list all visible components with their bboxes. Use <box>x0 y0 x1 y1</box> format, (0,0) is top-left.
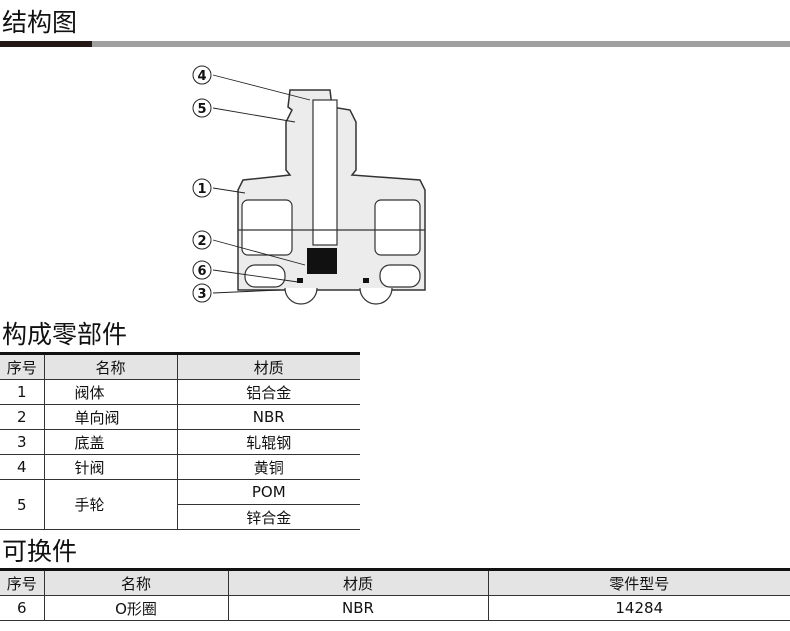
callout-2: 2 <box>192 230 212 250</box>
valve-cross-section-diagram: 4 5 1 2 6 3 <box>192 65 426 305</box>
header-material: 材质 <box>227 569 488 596</box>
cell-part-number: 14284 <box>487 595 790 621</box>
cell-no: 3 <box>0 429 44 455</box>
cell-no: 6 <box>0 595 44 621</box>
cell-name: 手轮 <box>43 479 177 530</box>
cell-material: NBR <box>176 404 360 430</box>
callout-4: 4 <box>192 65 212 85</box>
section-divider <box>0 41 790 47</box>
section-title-parts: 构成零部件 <box>2 320 128 349</box>
replaceable-parts-table: 序号 名称 材质 零件型号 6 O形圈 NBR 14284 <box>0 568 790 621</box>
cell-material: 铝合金 <box>176 379 360 405</box>
svg-text:2: 2 <box>197 234 206 249</box>
svg-text:5: 5 <box>197 102 206 117</box>
table-header-row: 序号 名称 材质 <box>0 353 360 380</box>
header-no: 序号 <box>0 353 44 380</box>
svg-text:3: 3 <box>197 287 206 302</box>
callout-3: 3 <box>192 283 212 303</box>
cell-name: O形圈 <box>43 595 228 621</box>
cell-no: 4 <box>0 454 44 480</box>
header-material: 材质 <box>176 353 360 380</box>
section-title-replaceable: 可换件 <box>2 537 78 566</box>
table-row: 锌合金 <box>0 504 360 530</box>
table-row: 6 O形圈 NBR 14284 <box>0 595 790 621</box>
table-header-row: 序号 名称 材质 零件型号 <box>0 569 790 596</box>
cell-material: 黄铜 <box>176 454 360 480</box>
svg-text:4: 4 <box>197 69 206 84</box>
cell-material: 轧辊钢 <box>176 429 360 455</box>
svg-text:1: 1 <box>197 182 206 197</box>
cell-material: NBR <box>227 595 488 621</box>
header-no: 序号 <box>0 569 44 596</box>
callout-6: 6 <box>192 260 212 280</box>
cell-name: 单向阀 <box>43 404 177 430</box>
cell-name: 针阀 <box>43 454 177 480</box>
cell-name: 底盖 <box>43 429 177 455</box>
callout-1: 1 <box>192 178 212 198</box>
cell-no: 5 <box>0 479 44 530</box>
svg-text:6: 6 <box>197 264 206 279</box>
cell-no: 2 <box>0 404 44 430</box>
callout-5: 5 <box>192 98 212 118</box>
header-part-number: 零件型号 <box>487 569 790 596</box>
cell-no: 1 <box>0 379 44 405</box>
cell-name: 阀体 <box>43 379 177 405</box>
cell-material: POM <box>176 479 360 505</box>
header-name: 名称 <box>43 353 177 380</box>
section-title-structure: 结构图 <box>2 8 78 37</box>
cell-material: 锌合金 <box>176 504 360 530</box>
header-name: 名称 <box>43 569 228 596</box>
